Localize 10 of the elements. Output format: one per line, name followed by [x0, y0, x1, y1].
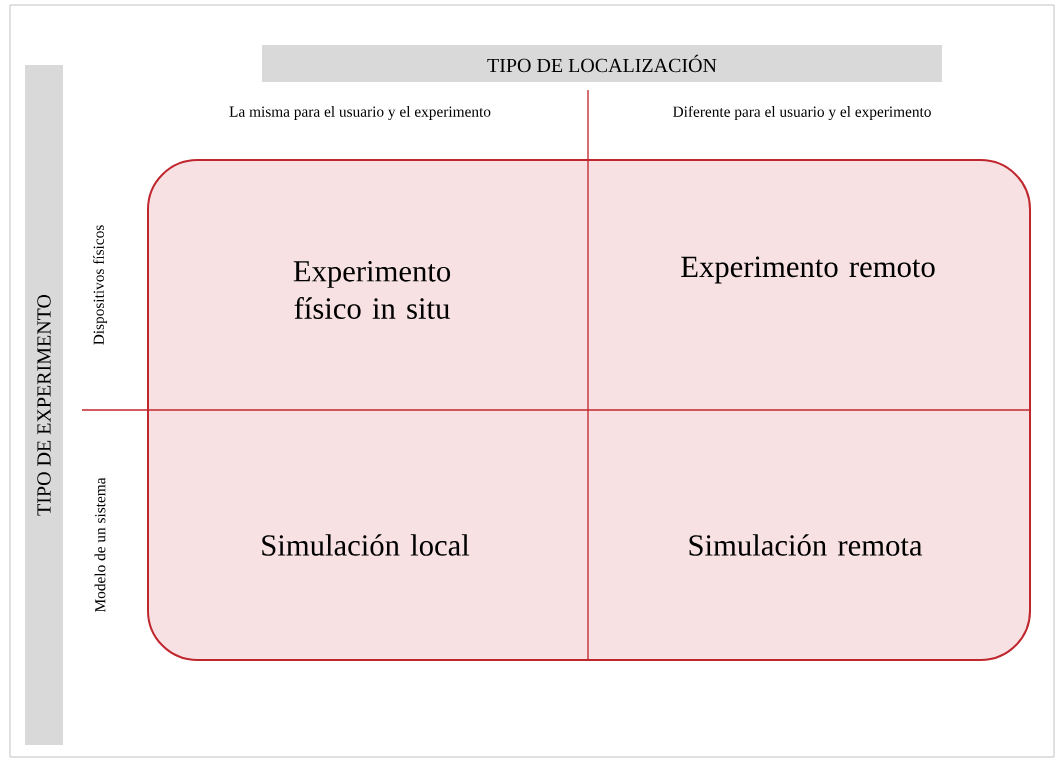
quadrant-label: Simulación local [262, 534, 470, 556]
heading-band: TIPO DE EXPERIMENTO [25, 65, 63, 745]
quadrant-label: Simulación remota [689, 534, 923, 556]
axis-label: Dispositivos físicos [93, 225, 108, 345]
quadrant-label: Experimento físico in situ [293, 261, 451, 319]
heading-band: TIPO DE LOCALIZACIÓN [262, 45, 942, 82]
axis-label: Modelo de un sistema [94, 477, 106, 613]
axis-label: La misma para el usuario y el experimento [229, 106, 491, 120]
quadrant-label: Experimento remoto [681, 256, 935, 284]
axis-label: Diferente para el usuario y el experimento [673, 105, 931, 121]
